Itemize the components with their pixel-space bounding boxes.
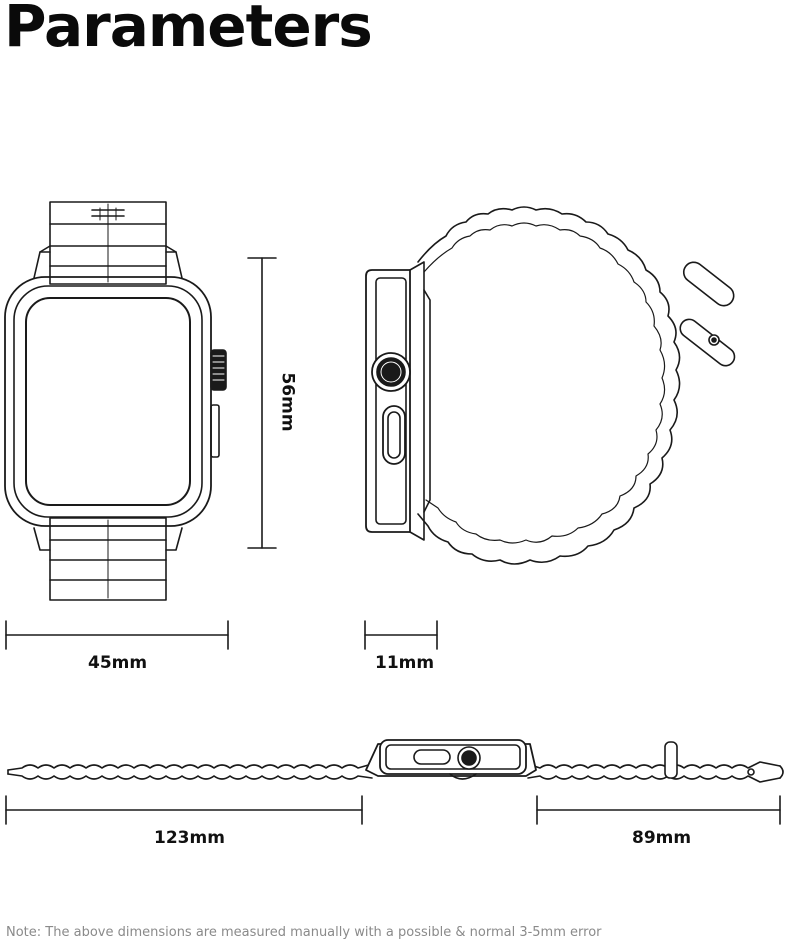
measurement-note: Note: The above dimensions are measured … bbox=[6, 925, 602, 940]
screen bbox=[25, 297, 191, 506]
dimension-label-width: 45mm bbox=[88, 653, 148, 673]
dimension-line-thickness bbox=[364, 620, 438, 650]
watch-front-view bbox=[4, 201, 227, 601]
dimension-line-band-long bbox=[5, 795, 363, 825]
dimension-line-width bbox=[5, 620, 229, 650]
dimension-label-thickness: 11mm bbox=[375, 653, 435, 673]
watch-side-view bbox=[365, 206, 736, 565]
case-outer bbox=[4, 276, 212, 527]
case-side bbox=[365, 269, 411, 533]
band-keeper-flat bbox=[664, 741, 678, 779]
dimension-label-band-long: 123mm bbox=[154, 828, 225, 848]
band-keeper bbox=[679, 261, 736, 367]
dimension-label-height: 56mm bbox=[277, 372, 298, 432]
watch-band-flat-view bbox=[7, 739, 784, 783]
dimension-label-band-short: 89mm bbox=[632, 828, 692, 848]
case-bezel bbox=[13, 285, 203, 518]
band-top bbox=[49, 201, 167, 285]
band-bottom bbox=[49, 517, 167, 601]
dimension-line-height bbox=[247, 257, 277, 549]
page-title: Parameters bbox=[4, 0, 373, 60]
side-button bbox=[210, 404, 220, 458]
dimension-line-band-short bbox=[536, 795, 781, 825]
